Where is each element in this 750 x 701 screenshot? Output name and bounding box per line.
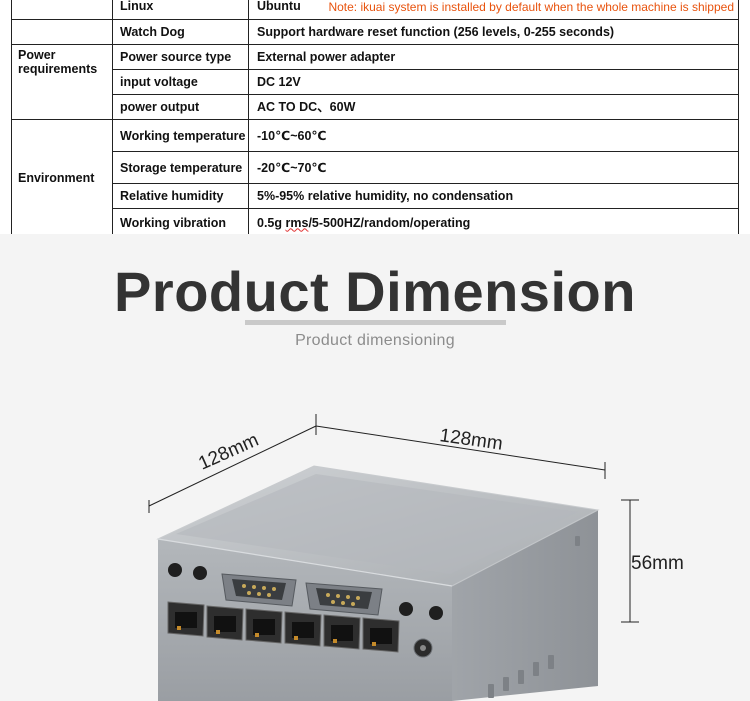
spec-label: Power source type (112, 44, 249, 70)
table-row: Relative humidity 5%-95% relative humidi… (12, 183, 739, 209)
spec-value: -10℃~60℃ (248, 119, 739, 152)
spec-value: 5%-95% relative humidity, no condensatio… (248, 183, 739, 209)
spec-label: power output (112, 94, 249, 120)
table-row: input voltage DC 12V (12, 69, 739, 95)
spec-label: input voltage (112, 69, 249, 95)
power-jack-icon (413, 638, 433, 658)
table-row: Watch Dog Support hardware reset functio… (11, 19, 739, 45)
table-row: Power requirements Power source type Ext… (11, 44, 739, 120)
title-underline (245, 320, 506, 325)
spec-value: External power adapter (248, 44, 739, 70)
ethernet-port-icon (167, 601, 205, 637)
width-dimension-line (315, 425, 606, 479)
height-label: 56mm (631, 553, 684, 574)
ethernet-port-icon (284, 611, 322, 647)
table-row: Environment Working temperature -10℃~60℃ (11, 119, 739, 237)
group-power-requirements: Power requirements (11, 44, 113, 120)
product-dimension-section: Product Dimension Product dimensioning (0, 234, 750, 701)
group-environment: Environment (11, 119, 113, 237)
front-panel (167, 563, 443, 658)
group-cell-os (11, 19, 113, 45)
section-title: Product Dimension (114, 260, 636, 323)
section-subtitle: Product dimensioning (295, 332, 455, 349)
table-row: Linux Ubuntu Note: ikuai system is insta… (11, 0, 739, 20)
serial-port-icon (305, 582, 383, 616)
status-led-icon (168, 563, 182, 577)
spec-value: Ubuntu (257, 0, 301, 13)
spec-value: -20℃~70℃ (248, 151, 739, 184)
serial-port-icon (221, 573, 297, 607)
spec-label: Watch Dog (112, 19, 249, 45)
spellcheck-word: rms (285, 215, 309, 230)
spec-value: DC 12V (248, 69, 739, 95)
ethernet-port-icon (362, 617, 400, 653)
ethernet-port-icon (323, 614, 361, 650)
spec-label: Storage temperature (112, 151, 249, 184)
table-row: Storage temperature -20℃~70℃ (12, 151, 739, 184)
ethernet-port-icon (245, 608, 283, 644)
spec-label: Working temperature (112, 119, 249, 152)
status-led-icon (399, 602, 413, 616)
shipping-note: Note: ikuai system is installed by defau… (328, 0, 734, 14)
width-label: 128mm (438, 425, 504, 455)
spec-value: Support hardware reset function (256 lev… (248, 19, 739, 45)
table-row: Working vibration 0.5g rms/5-500HZ/rando… (12, 208, 739, 237)
spec-value: AC TO DC、60W (248, 94, 739, 120)
status-led-icon (193, 566, 207, 580)
spec-label: Working vibration (112, 208, 249, 237)
device-dimension-illustration: 128mm 128mm 56mm (148, 414, 684, 701)
height-dimension-line (621, 499, 639, 623)
spec-value: 0.5g rms/5-500HZ/random/operating (248, 208, 739, 237)
table-row: power output AC TO DC、60W (12, 94, 739, 120)
spec-table: Linux Ubuntu Note: ikuai system is insta… (11, 0, 739, 237)
status-led-icon (429, 606, 443, 620)
spec-label: Relative humidity (112, 183, 249, 209)
spec-label: Linux (112, 0, 249, 20)
depth-dimension-line (148, 414, 317, 513)
ethernet-port-icon (206, 605, 244, 641)
group-cell-os (11, 0, 113, 20)
